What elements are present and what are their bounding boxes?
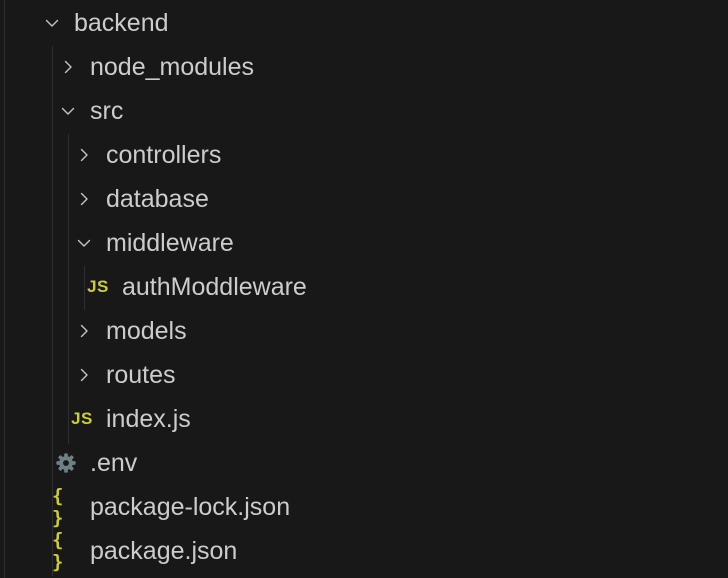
chevron-down-icon (73, 221, 95, 265)
folder-label: node_modules (90, 53, 255, 81)
chevron-right-icon (57, 45, 79, 89)
chevron-down-icon (41, 1, 63, 45)
file-label: .env (90, 449, 138, 477)
folder-label: models (106, 317, 187, 345)
file-label: package.json (90, 537, 238, 565)
file-env[interactable]: .env (0, 441, 728, 485)
folder-controllers[interactable]: controllers (0, 133, 728, 177)
file-label: index.js (106, 405, 191, 433)
javascript-file-icon: JS (87, 277, 109, 296)
folder-routes[interactable]: routes (0, 353, 728, 397)
folder-label: backend (74, 9, 169, 37)
chevron-right-icon (73, 177, 95, 221)
file-package-json[interactable]: { } package.json (0, 529, 728, 573)
indent-guide (4, 0, 5, 578)
chevron-right-icon (73, 309, 95, 353)
chevron-right-icon (73, 353, 95, 397)
folder-database[interactable]: database (0, 177, 728, 221)
indent-guide (68, 134, 69, 444)
folder-label: routes (106, 361, 176, 389)
folder-backend[interactable]: backend (0, 1, 728, 45)
folder-label: database (106, 185, 209, 213)
chevron-right-icon (73, 133, 95, 177)
indent-guide (52, 46, 53, 576)
indent-guide (84, 266, 85, 310)
file-auth-moddleware[interactable]: JS authModdleware (0, 265, 728, 309)
folder-label: middleware (106, 229, 234, 257)
json-file-icon: { } (52, 485, 65, 529)
folder-middleware[interactable]: middleware (0, 221, 728, 265)
file-package-lock-json[interactable]: { } package-lock.json (0, 485, 728, 529)
folder-src[interactable]: src (0, 89, 728, 133)
json-file-icon: { } (52, 529, 65, 573)
file-label: package-lock.json (90, 493, 291, 521)
folder-node-modules[interactable]: node_modules (0, 45, 728, 89)
folder-models[interactable]: models (0, 309, 728, 353)
folder-label: controllers (106, 141, 222, 169)
javascript-file-icon: JS (71, 409, 93, 428)
folder-label: src (90, 97, 124, 125)
file-index-js[interactable]: JS index.js (0, 397, 728, 441)
chevron-down-icon (57, 89, 79, 133)
gear-icon (54, 441, 78, 485)
file-label: authModdleware (122, 273, 307, 301)
